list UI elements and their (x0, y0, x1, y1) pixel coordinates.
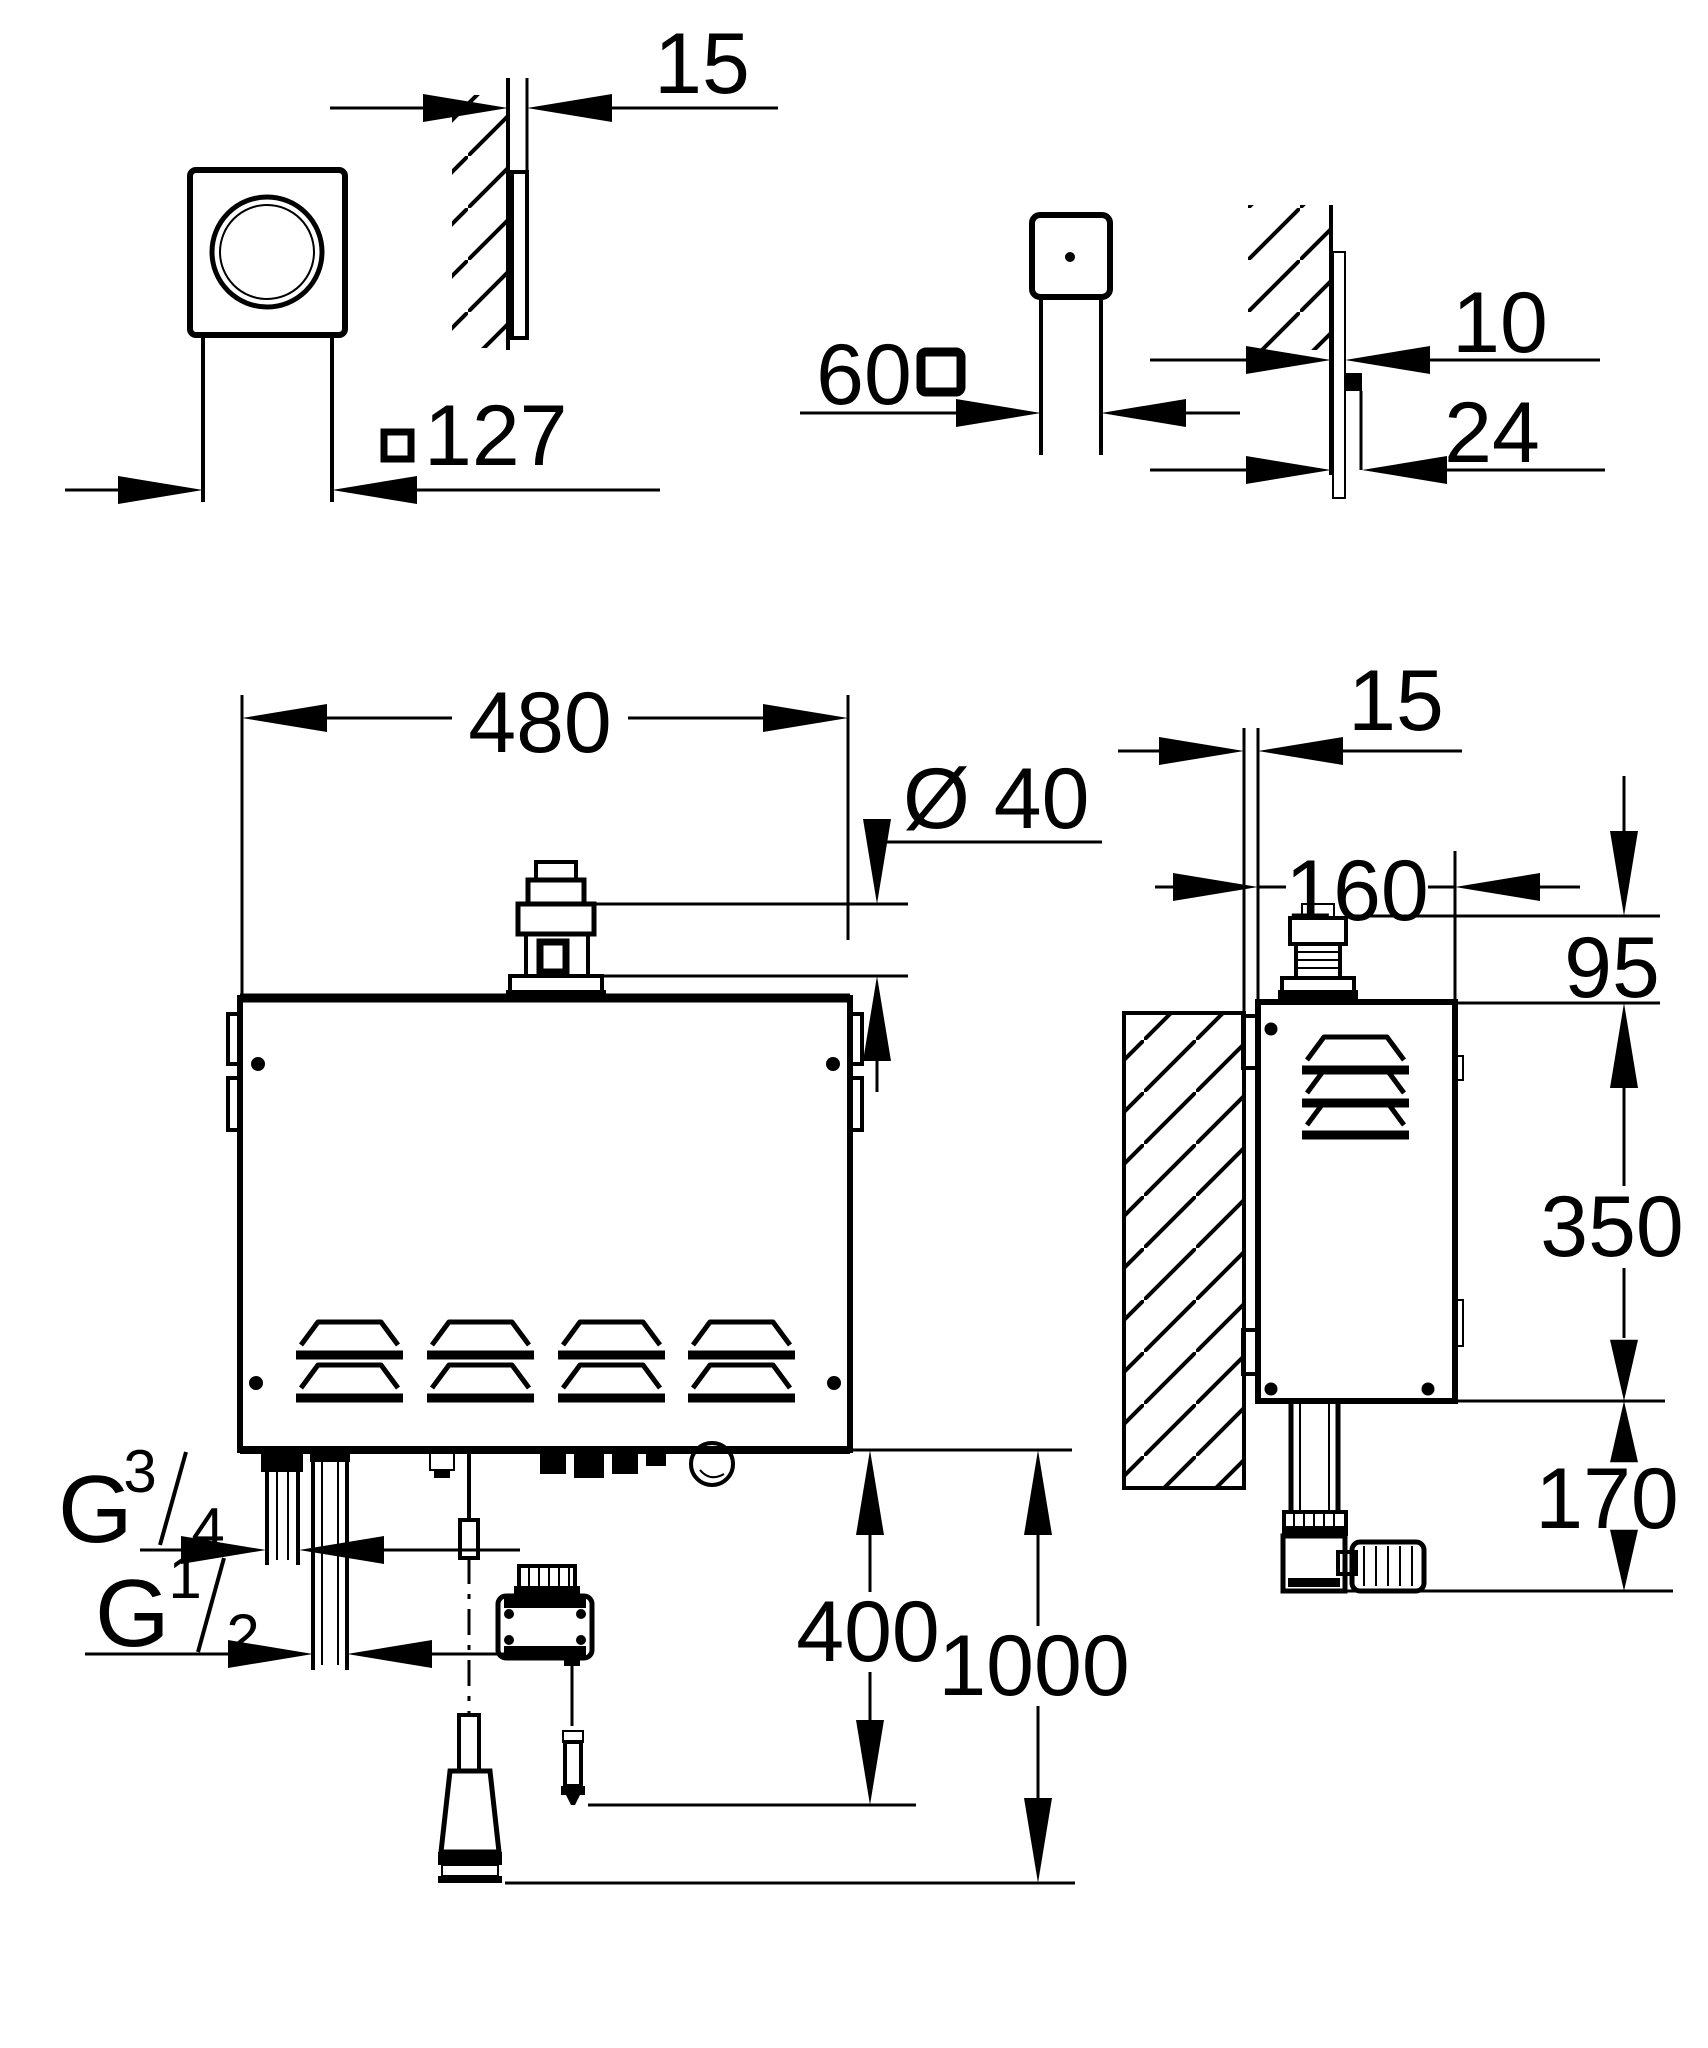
generator-body-side (1255, 999, 1458, 1404)
square-symbol-icon (380, 428, 415, 463)
generator-front-view (226, 993, 1072, 1454)
valve-actuator (1349, 1539, 1427, 1594)
cold-water-pipe (310, 1450, 350, 1670)
screw-dot (827, 1376, 841, 1390)
screw-dot (1264, 1022, 1278, 1036)
dim-cold-water-g12: G 1 2 (85, 1544, 540, 1669)
dim-knob-60: 60 (800, 327, 1240, 427)
dim-height-350: 350 (1455, 1179, 1684, 1403)
union-window (536, 938, 570, 976)
dim-cable-1000: 1000 (505, 1450, 1130, 1885)
dim-label-10: 10 (1452, 275, 1548, 371)
solenoid-valve-front (495, 1564, 595, 1731)
mount-tab (226, 1012, 242, 1066)
screw-dot (249, 1376, 263, 1390)
knob-front-view (1029, 212, 1113, 455)
plate-side-profile (510, 170, 529, 340)
dim-label-1000: 1000 (938, 1618, 1129, 1714)
wall-hatch (452, 95, 508, 348)
sensor-cable (458, 1450, 480, 1715)
wall-bracket (1241, 1328, 1260, 1376)
hot-water-pipe (261, 1450, 303, 1565)
wall-hatch-block (1122, 1011, 1246, 1490)
dim-label-60: 60 (816, 327, 912, 423)
screw-dot (1421, 1382, 1435, 1396)
dim-width-480: 480 (240, 675, 850, 998)
dim-label-350: 350 (1540, 1179, 1684, 1275)
dim-knob-offset-10: 10 (1150, 275, 1600, 374)
vent-louvers-front (296, 1322, 795, 1398)
front-tab (1454, 1055, 1464, 1081)
screw-dot (251, 1057, 265, 1071)
dim-wall-gap-15: 15 (1118, 653, 1462, 765)
square-symbol-icon (916, 347, 966, 397)
cable-gland-circle (689, 1441, 735, 1487)
side-wall-section (1122, 728, 1260, 1490)
faceplate-wall-section (452, 78, 529, 350)
drain-assembly-side (1280, 1401, 1427, 1594)
faceplate-opening-outer (209, 194, 325, 310)
generator-body (237, 995, 853, 1453)
knob-bracket (1345, 373, 1362, 391)
dim-drop-170: 170 (1291, 1401, 1679, 1593)
dim-label-480: 480 (468, 675, 612, 771)
knob-outline (1029, 212, 1113, 300)
generator-side-view (1241, 999, 1464, 1404)
wall-bracket (1241, 1014, 1260, 1070)
thread-numerator: 1 (168, 1544, 201, 1611)
dim-depth-160: 160 (1155, 843, 1580, 1002)
faceplate-front-view (187, 167, 348, 502)
dim-outlet-95: 95 (1346, 776, 1660, 1186)
dim-label-127: 127 (424, 388, 568, 484)
dim-label-170: 170 (1535, 1451, 1679, 1547)
screw-dot (1264, 1382, 1278, 1396)
dim-knob-offset-24: 24 (1150, 385, 1605, 484)
screw-dot (826, 1057, 840, 1071)
thread-letter: G (95, 1560, 170, 1667)
dim-label-diameter-40: Ø 40 (903, 751, 1089, 847)
mount-tab (226, 1076, 242, 1132)
dim-faceplate-127: 127 (65, 388, 660, 504)
steam-outlet-fitting-side (1278, 903, 1358, 1002)
knob-center-dot (1065, 252, 1075, 262)
faceplate-outline (187, 167, 348, 338)
knob-wall-section (1248, 205, 1363, 499)
wall-hatch (1248, 205, 1331, 350)
power-plug (438, 1713, 502, 1883)
dim-label-160: 160 (1285, 843, 1429, 939)
faceplate-opening-inner (219, 204, 315, 300)
mount-tab (848, 1012, 864, 1066)
dim-cable-400: 400 (588, 1450, 940, 1807)
mount-tab (848, 1076, 864, 1132)
control-cable-connector (561, 1730, 585, 1805)
dim-label-15-side: 15 (1348, 653, 1444, 749)
dim-label-95: 95 (1564, 920, 1660, 1016)
front-tab (1454, 1299, 1464, 1347)
dim-label-15-topleft: 15 (654, 16, 750, 112)
steam-outlet-fitting-front (506, 860, 606, 1000)
dim-plate-thickness-15: 15 (330, 16, 778, 122)
thread-numerator: 3 (123, 1438, 156, 1505)
dim-label-400: 400 (796, 1584, 940, 1680)
bottom-fittings (429, 1441, 735, 1487)
dim-hot-water-g34: G 3 4 (58, 1438, 520, 1564)
dim-steam-outlet-40: Ø 40 (592, 751, 1102, 1092)
dim-label-24: 24 (1444, 385, 1540, 481)
vent-louvers-side (1302, 1037, 1409, 1135)
thread-letter: G (58, 1456, 133, 1563)
plate-side-profile (1332, 251, 1346, 499)
